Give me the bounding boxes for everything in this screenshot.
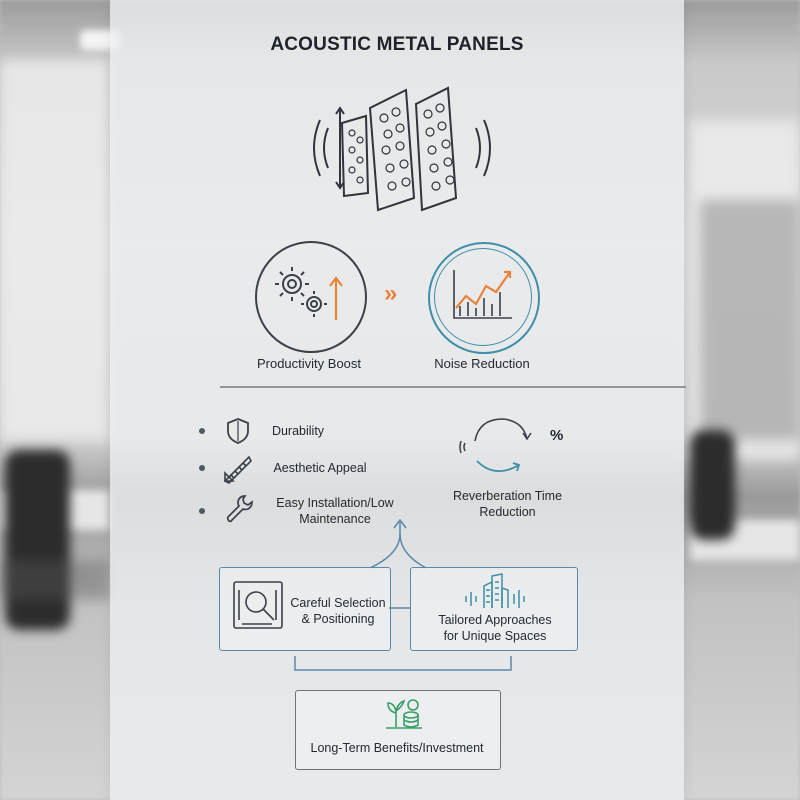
building-soundwave-icon [465,573,525,608]
wrench-icon [226,495,253,523]
feature-installation-label: Easy Installation/Low Maintenance [276,496,394,526]
bracket-connector [294,656,512,671]
double-chevron-icon: » [384,280,398,307]
acoustic-panels-icon [313,86,491,212]
long-term-benefits-box [295,690,501,770]
ruler-pencil-icon [223,455,252,484]
branch-connector [369,518,427,569]
bullet-dot [199,508,205,514]
reverberation-label: Reverberation Time Reduction [452,489,563,519]
tailored-approaches-label: Tailored Approaches for Unique Spaces [438,613,552,643]
noise-reduction-label: Noise Reduction [434,356,530,371]
page-title: ACOUSTIC METAL PANELS [270,34,524,55]
productivity-boost-label: Productivity Boost [256,356,362,371]
growth-coins-icon [386,699,422,729]
productivity-boost-circle [255,241,367,353]
shield-icon [227,418,249,444]
box-link-line [389,607,410,609]
bullet-dot [199,465,205,471]
percent-symbol: % [550,427,564,444]
careful-selection-label: Careful Selection & Positioning [290,596,386,626]
rising-chart-icon [453,270,512,319]
long-term-benefits-label: Long-Term Benefits/Investment [310,741,484,755]
bullet-dot [199,428,205,434]
magnifier-icon [233,581,283,629]
feature-aesthetic-label: Aesthetic Appeal [273,461,367,475]
feature-durability-label: Durability [271,424,325,438]
tailored-approaches-box [410,567,578,651]
gears-up-arrow-icon [275,267,343,320]
noise-reduction-circle [428,242,540,354]
infographic-panel: ACOUSTIC METAL PANELS [110,0,686,800]
careful-selection-box [219,567,391,651]
cycle-arrows-icon [459,418,532,472]
section-divider [220,386,686,388]
noise-reduction-inner-ring [434,248,532,346]
